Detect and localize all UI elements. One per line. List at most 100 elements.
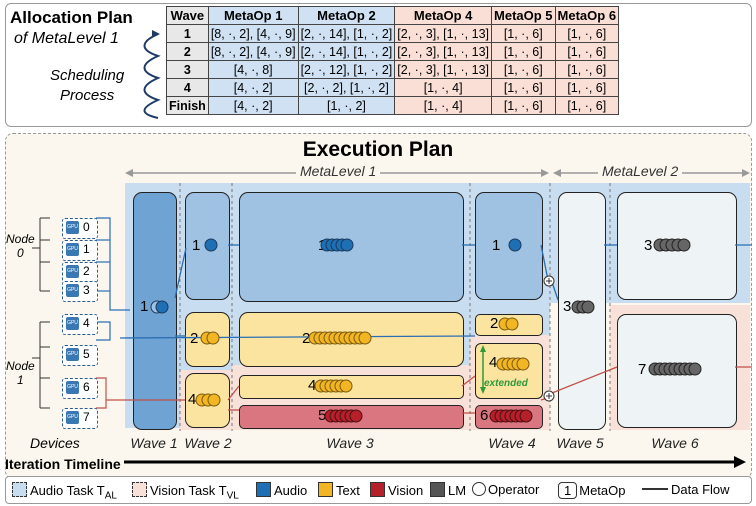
gpu-id: 0 (83, 220, 90, 234)
metaop-w2-mid-label: 2 (190, 330, 199, 347)
metaop-w6-top-label: 3 (644, 237, 653, 254)
node1-text: Node (6, 359, 35, 373)
cell-updated: [1, ·, 4] (394, 78, 493, 97)
gpu-7: GPU 7 (62, 408, 98, 429)
row-wave: Finish (166, 96, 209, 115)
vision-swatch (370, 482, 385, 497)
header-metaop6: MetaOp 6 (554, 6, 620, 25)
wave-dividers (179, 183, 611, 431)
wave-label-2: Wave 2 (184, 435, 232, 451)
cell-crossed: [1, ·, 4] (394, 96, 493, 115)
gpu-6: GPU 6 (62, 378, 98, 399)
metalevel2-label: MetaLevel 2 (598, 163, 683, 179)
wave-label-1: Wave 1 (130, 435, 178, 451)
cell: [2, ·, 14], [1, ·, 2] (297, 42, 396, 61)
gpu-icon: GPU (66, 348, 79, 361)
cell: [1, ·, 6] (554, 24, 620, 43)
cell: [1, ·, 6] (554, 60, 620, 79)
metaop-w4-red-label: 6 (480, 407, 489, 424)
gpu-icon: GPU (66, 221, 79, 234)
table-row: Finish [4, ·, 2] [1, ·, 2] [1, ·, 4] [1,… (166, 96, 620, 115)
node0-text: Node (6, 232, 35, 246)
cell: [1, ·, 6] (491, 60, 556, 79)
gpu-0: GPU 0 (62, 218, 98, 239)
legend-text: Text (318, 482, 360, 498)
legend-audio-task: Audio Task TAL (12, 482, 117, 502)
node0-label: Node 0 (6, 232, 35, 260)
audio-swatch (256, 482, 271, 497)
gpu-3: GPU 3 (62, 281, 98, 302)
operator-icon (472, 482, 486, 496)
cell: [1, ·, 6] (554, 42, 620, 61)
cell-crossed: [1, ·, 2] (297, 96, 396, 115)
gpu-5: GPU 5 (62, 345, 98, 366)
execution-title: Execution Plan (302, 138, 454, 161)
gpu-id: 1 (83, 242, 90, 256)
legend-operator-text: Operator (488, 482, 540, 497)
cell: [2, ·, 3], [1, ·, 13] (394, 42, 493, 61)
gpu-1: GPU 1 (62, 240, 98, 261)
device-tree (32, 217, 130, 409)
gpu-id: 4 (83, 316, 90, 330)
gpu-id: 6 (83, 380, 90, 394)
legend-audio-text: Audio (274, 483, 308, 498)
cell-crossed: [4, ·, 2] (207, 96, 299, 115)
gpu-id: 7 (83, 410, 90, 424)
cell: [1, ·, 6] (491, 96, 556, 115)
cell-crossed: [1, ·, 6] (554, 96, 620, 115)
legend-vision-task: Vision Task TVL (132, 482, 239, 502)
scheduling-arrows (143, 30, 161, 119)
gpu-4: GPU 4 (62, 314, 98, 335)
table-row: 2 [8, ·, 2], [4, ·, 9] [2, ·, 14], [1, ·… (166, 42, 620, 61)
metaop-w5-label: 3 (563, 298, 572, 315)
legend-dataflow: Data Flow (642, 482, 730, 497)
vision-task-swatch (132, 482, 147, 497)
metaop-w1 (133, 192, 177, 430)
metaop-w4-top-label: 1 (492, 237, 501, 254)
allocation-table: Wave MetaOp 1 MetaOp 2 MetaOp 4 MetaOp 5… (166, 6, 620, 115)
metaop-w3-yellow-label: 2 (302, 330, 311, 347)
header-metaop4: MetaOp 4 (394, 6, 493, 25)
audio-task-swatch (12, 482, 27, 497)
wave-label-3: Wave 3 (326, 435, 374, 451)
legend-metaop-text: MetaOp (579, 483, 626, 498)
gpu-icon: GPU (66, 317, 79, 330)
devices-label: Devices (30, 435, 80, 451)
cell: [1, ·, 6] (491, 42, 556, 61)
node1-label: Node 1 (6, 359, 35, 387)
legend-vision-task-text: Vision Task T (150, 483, 227, 498)
metaop-w1-label: 1 (140, 298, 149, 315)
gpu-icon: GPU (66, 381, 79, 394)
metaop-w3-red-label: 5 (318, 407, 327, 424)
legend-operator: Operator (472, 482, 539, 497)
table-row: 4 [4, ·, 2] [2, ·, 2], [1, ·, 2] [1, ·, … (166, 78, 620, 97)
allocation-title: Allocation Plan (10, 8, 133, 27)
table-row: 3 [4, ·, 8] [2, ·, 12], [1, ·, 2] [2, ·,… (166, 60, 620, 79)
header-wave: Wave (166, 6, 209, 25)
cell-updated: [4, ·, 8] (207, 60, 299, 79)
legend-text-text: Text (336, 483, 360, 498)
wave-label-5: Wave 5 (556, 435, 604, 451)
gpu-icon: GPU (66, 284, 79, 297)
cell: [2, ·, 3], [1, ·, 13] (394, 24, 493, 43)
lm-swatch (430, 482, 445, 497)
cell-crossed: [2, ·, 2], [1, ·, 2] (297, 78, 396, 97)
process-line-2: Process (60, 87, 115, 104)
arrow-icon (642, 488, 668, 490)
process-line-1: Scheduling (50, 67, 125, 84)
node0-id: 0 (17, 246, 24, 260)
gpu-id: 5 (83, 347, 90, 361)
gpu-icon: GPU (66, 411, 79, 424)
legend-vision-text: Vision (388, 483, 424, 498)
extended-label: extended (484, 378, 528, 389)
legend: Audio Task TAL Vision Task TVL Audio Tex… (5, 476, 752, 504)
gpu-id: 3 (83, 283, 90, 297)
gpu-icon: GPU (66, 243, 79, 256)
cell-crossed: [2, ·, 3], [1, ·, 13] (394, 60, 493, 79)
metaop-w3-yellow2-label: 4 (308, 377, 317, 394)
legend-vision: Vision (370, 482, 423, 498)
scheduling-process-label: Scheduling Process (50, 66, 124, 106)
cell: [8, ·, 2], [4, ·, 9] (207, 24, 299, 43)
